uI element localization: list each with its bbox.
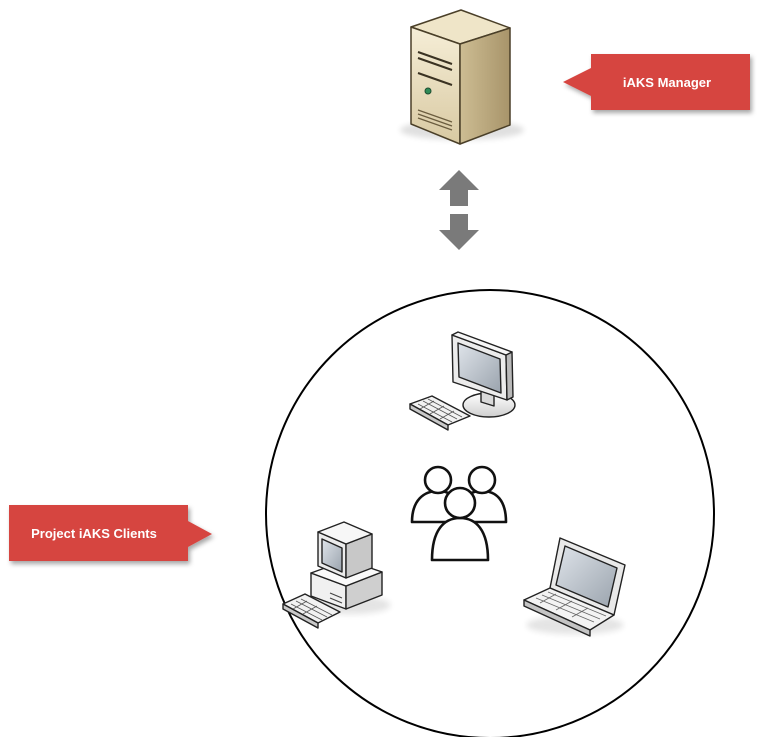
laptop-icon bbox=[523, 537, 626, 637]
server-tower-icon bbox=[400, 9, 524, 145]
desktop-computer-icon bbox=[282, 521, 391, 629]
bidirectional-arrow-icon bbox=[439, 170, 479, 250]
manager-label: iAKS Manager bbox=[623, 75, 711, 90]
clients-callout bbox=[9, 505, 212, 561]
user-group-icon bbox=[410, 465, 508, 562]
monitor-keyboard-icon bbox=[409, 331, 516, 431]
manager-callout bbox=[563, 54, 750, 110]
clients-label: Project iAKS Clients bbox=[31, 526, 157, 541]
